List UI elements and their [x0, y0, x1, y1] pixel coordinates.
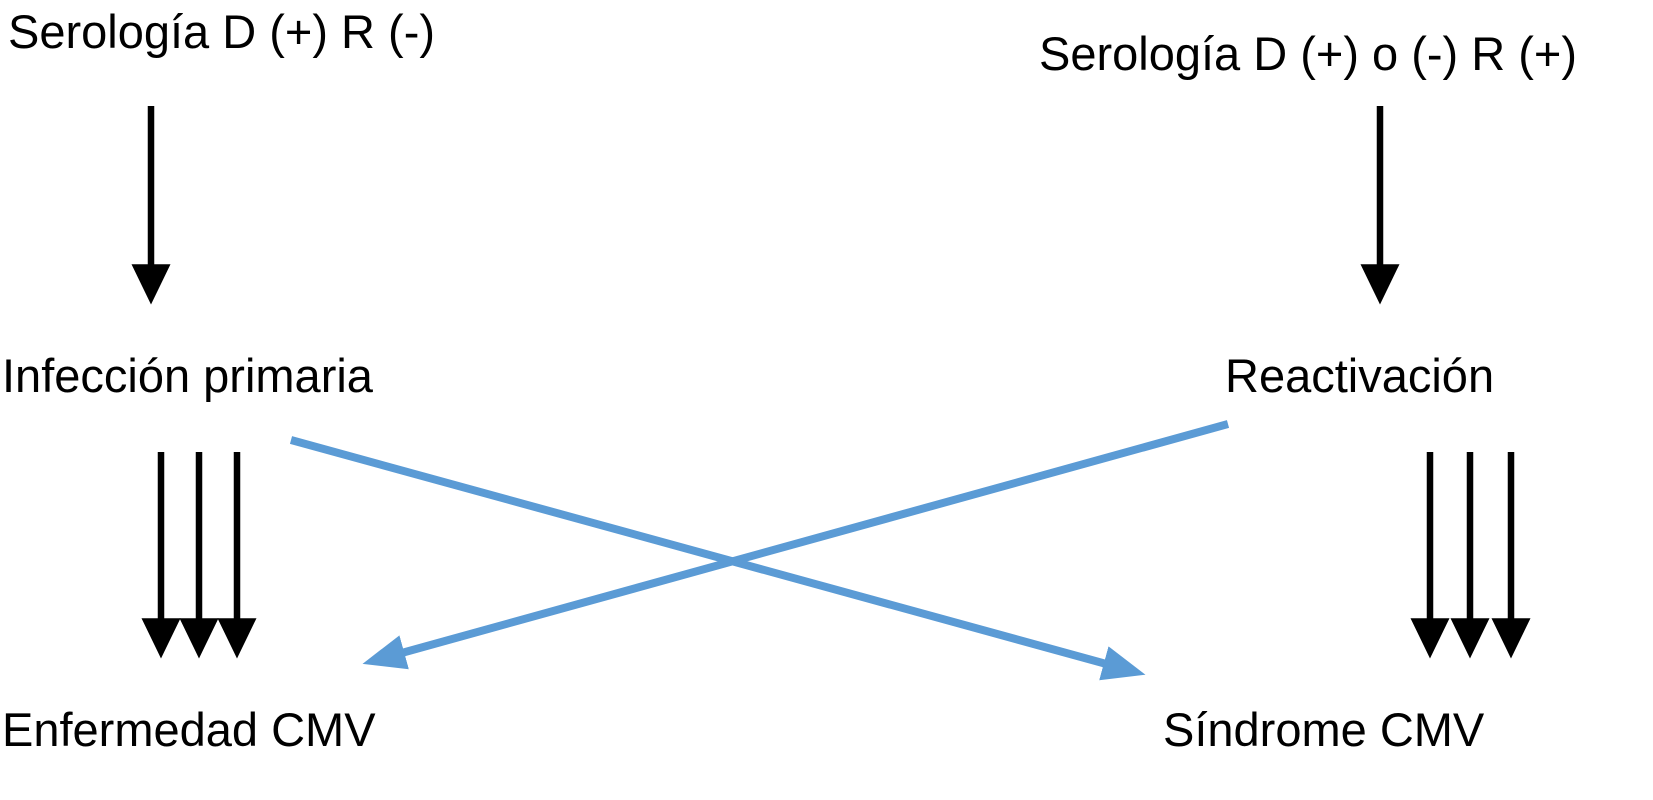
label-reactivation: Reactivación — [1225, 349, 1495, 402]
label-serology-donor-either-recipient-positive: Serología D (+) o (-) R (+) — [1039, 27, 1578, 80]
label-serology-donor-positive-recipient-negative: Serología D (+) R (-) — [8, 5, 436, 58]
label-cmv-disease: Enfermedad CMV — [2, 703, 376, 756]
arrow-reactivation-to-cmv-disease — [362, 420, 1230, 670]
label-cmv-syndrome: Síndrome CMV — [1163, 703, 1485, 756]
label-primary-infection: Infección primaria — [2, 349, 373, 402]
arrow-primary-infection-to-cmv-syndrome — [289, 436, 1146, 681]
